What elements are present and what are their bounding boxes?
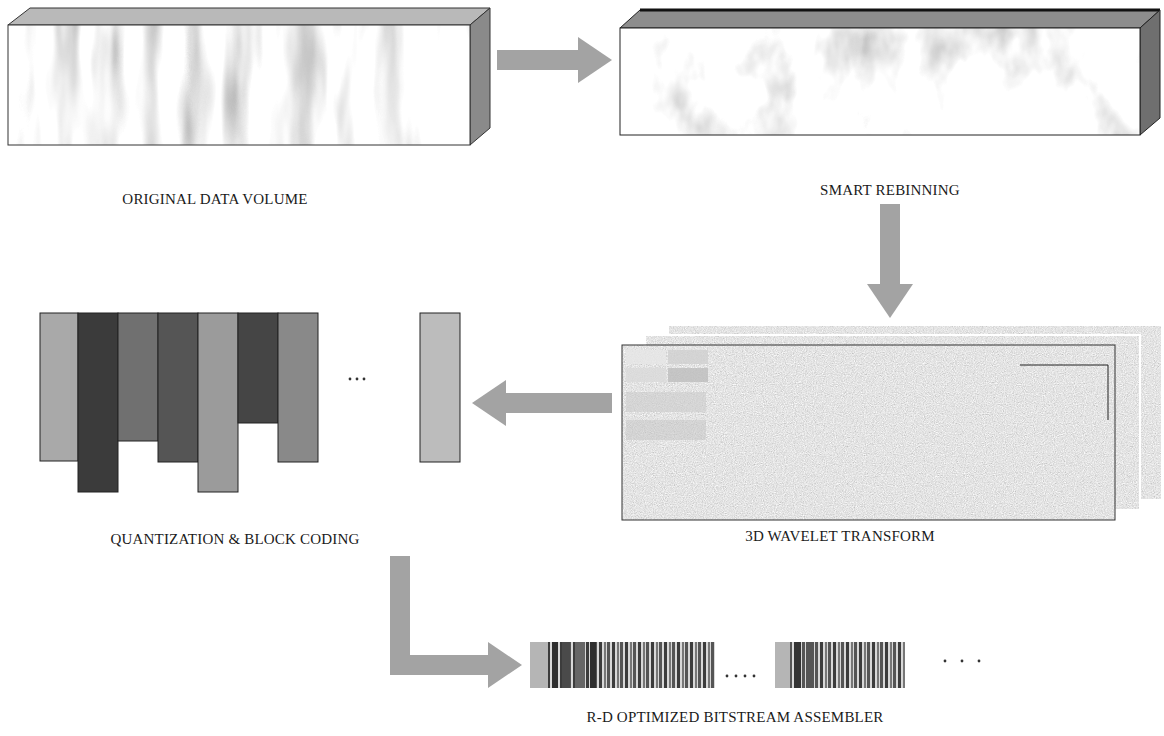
data-volume-stage: ORIGINAL DATA VOLUME <box>5 4 497 216</box>
stage-caption: R-D OPTIMIZED BITSTREAM ASSEMBLER <box>586 708 883 726</box>
code-block-bars <box>40 313 460 492</box>
flow-arrow <box>880 204 900 284</box>
stage-caption: SMART REBINNING <box>820 181 960 199</box>
wavelet-volume-figure <box>622 325 1162 520</box>
data-volume-figure <box>8 8 490 145</box>
rebinning-stage: SMART REBINNING <box>612 4 1162 204</box>
rebinned-volume-figure <box>620 10 1160 135</box>
flow-arrow <box>400 556 488 665</box>
wavelet-stage: 3D WAVELET TRANSFORM <box>612 318 1162 550</box>
bitstream-figure <box>530 642 905 688</box>
stage-caption: QUANTIZATION & BLOCK CODING <box>110 530 359 548</box>
stage-caption: 3D WAVELET TRANSFORM <box>745 527 935 545</box>
ellipsis-dots <box>726 660 981 678</box>
stage-caption: ORIGINAL DATA VOLUME <box>122 190 307 208</box>
ellipsis-dots <box>349 378 366 381</box>
flow-arrow <box>506 393 612 413</box>
coding-stage: QUANTIZATION & BLOCK CODING <box>28 306 472 556</box>
bitstream-stage: R-D OPTIMIZED BITSTREAM ASSEMBLER <box>522 636 1002 732</box>
flow-arrow <box>497 50 578 70</box>
